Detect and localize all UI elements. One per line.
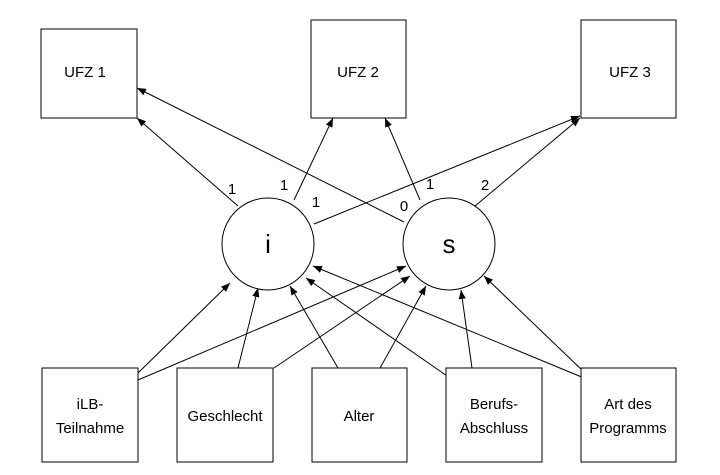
arrow-geschlecht-to-i [237,287,260,369]
predictor-box-alter: Alter [311,367,408,463]
predictor-label-line: Teilnahme [56,420,124,437]
loading-i-ufz1: 1 [228,181,236,198]
predictor-label-line: Alter [344,408,375,425]
predictor-label-line: Geschlecht [187,408,263,425]
path-arrows [136,87,585,381]
arrow-s-to-ufz2 [384,117,421,201]
arrow-beruf-to-i [305,277,451,379]
arrow-i-to-ufz1 [136,117,239,207]
predictor-box-art: Art des Programms [580,367,677,463]
arrow-geschlecht-to-s [273,275,411,369]
loading-i-ufz3: 1 [312,194,320,211]
loading-i-ufz2: 1 [280,177,288,194]
outcome-box-ufz2: UFZ 2 [310,19,407,119]
predictor-label-line: iLB- [77,396,104,413]
arrow-s-to-ufz1 [136,87,405,223]
outcome-box-ufz1: UFZ 1 [40,28,138,119]
loading-s-ufz1: 0 [400,198,408,215]
outcome-label: UFZ 3 [609,64,651,81]
outcome-label: UFZ 2 [337,64,379,81]
arrow-beruf-to-s [458,289,473,369]
outcome-box-ufz3: UFZ 3 [580,19,677,119]
predictor-label-line: Abschluss [460,420,528,437]
arrow-ilb-to-s [137,265,407,381]
predictor-box-geschlecht: Geschlecht [176,367,274,463]
arrow-s-to-ufz3 [474,117,581,207]
predictor-label-line: Programms [589,420,667,437]
loading-s-ufz3: 2 [481,177,489,194]
loading-s-ufz2: 1 [426,176,434,193]
latent-factor-s: s [402,197,496,291]
latent-label: i [265,229,271,259]
arrow-alter-to-s [379,285,427,369]
predictor-label-line: Berufs- [470,396,518,413]
arrow-art-to-i [312,265,585,379]
arrow-i-to-ufz2 [293,117,334,201]
latent-factor-i: i [221,197,315,291]
arrow-i-to-ufz3 [313,115,581,225]
arrow-ilb-to-i [137,282,231,374]
predictor-box-ilb: iLB- Teilnahme [41,367,139,463]
outcome-label: UFZ 1 [64,64,106,81]
arrow-alter-to-i [289,285,339,369]
latent-label: s [443,229,456,259]
predictor-box-beruf: Berufs- Abschluss [445,367,543,463]
arrow-art-to-s [483,275,585,373]
predictor-label-line: Art des [604,396,652,413]
